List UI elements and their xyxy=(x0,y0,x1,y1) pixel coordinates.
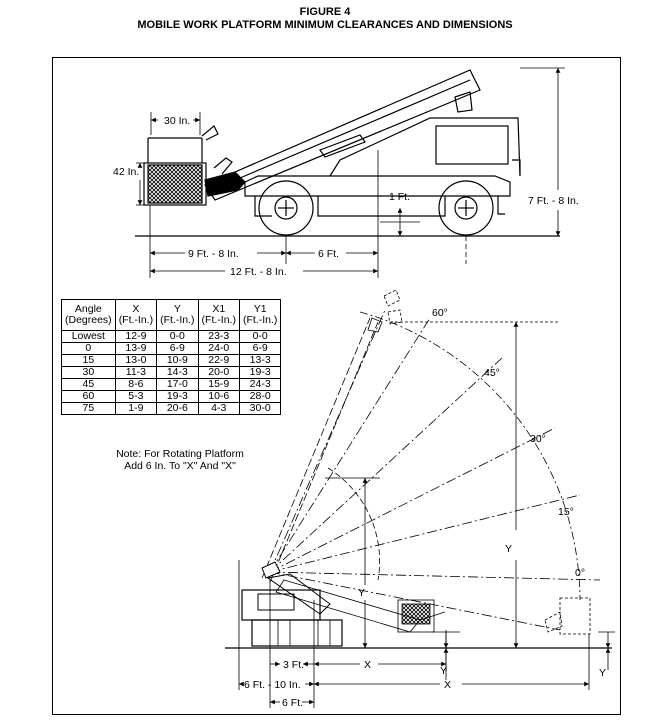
dim-1ft-label: 1 Ft. xyxy=(389,191,410,203)
table-header-row: Angle(Degrees) X(Ft.-In.) Y(Ft.-In.) X1(… xyxy=(61,299,282,331)
table-cell: 30-0 xyxy=(238,402,282,415)
table-cell: 1-9 xyxy=(114,402,158,415)
angle-30-label: 30° xyxy=(530,433,546,445)
angle-15-label: 15° xyxy=(558,506,574,518)
table-cell: 5-3 xyxy=(114,390,158,403)
table-cell: 28-0 xyxy=(238,390,282,403)
table-cell: 45 xyxy=(61,378,116,391)
table-cell: 19-3 xyxy=(156,390,199,403)
y-label: Y xyxy=(358,587,365,599)
table-cell: 19-3 xyxy=(238,366,282,379)
table-cell: 0 xyxy=(61,342,116,355)
figure-number: FIGURE 4 xyxy=(299,6,351,18)
table-cell: 15-9 xyxy=(197,378,240,391)
table-cell: 6-9 xyxy=(156,342,199,355)
dim-30in-label: 30 In. xyxy=(164,115,190,127)
note-line-1: Note: For Rotating Platform xyxy=(116,448,244,460)
dim-9ft8in-label: 9 Ft. - 8 In. xyxy=(188,248,239,260)
table-cell: 13-9 xyxy=(114,342,158,355)
table-cell: 12-9 xyxy=(114,330,158,343)
table-cell: 60 xyxy=(61,390,116,403)
angle-45-label: 45° xyxy=(484,367,500,379)
figure-title: MOBILE WORK PLATFORM MINIMUM CLEARANCES … xyxy=(137,19,513,31)
header-angle: Angle(Degrees) xyxy=(61,299,116,331)
y-low-label: Y xyxy=(440,665,447,677)
table-cell: 75 xyxy=(61,402,116,415)
header-y: Y(Ft.-In.) xyxy=(156,299,199,331)
table-cell: 4-3 xyxy=(197,402,240,415)
dim-12ft8in-label: 12 Ft. - 8 In. xyxy=(230,266,287,278)
dim-3ft-label: 3 Ft. xyxy=(283,659,304,671)
header-x: X(Ft.-In.) xyxy=(114,299,158,331)
dim-6ft10in-label: 6 Ft. - 10 In. xyxy=(244,679,301,691)
table-cell: Lowest xyxy=(61,330,116,343)
reach-diagram xyxy=(225,289,615,708)
note-line-2: Add 6 In. To "X" And "X" xyxy=(124,460,236,472)
header-x1: X1(Ft.-In.) xyxy=(197,299,240,331)
table-cell: 24-3 xyxy=(238,378,282,391)
top-machine-view xyxy=(135,69,560,237)
top-dimension-lines xyxy=(136,67,565,278)
x-label: X xyxy=(364,659,371,671)
dim-6ft-top-label: 6 Ft. xyxy=(318,248,339,260)
y1-label: Y xyxy=(505,543,512,555)
table-cell: 22-9 xyxy=(197,354,240,367)
table-cell: 13-3 xyxy=(238,354,282,367)
table-cell: 20-0 xyxy=(197,366,240,379)
dim-42in-label: 42 In. xyxy=(113,166,139,178)
table-cell: 15 xyxy=(61,354,116,367)
rotating-platform-note: Note: For Rotating Platform Add 6 In. To… xyxy=(60,448,300,472)
dim-6ft-bottom-label: 6 Ft. xyxy=(282,697,303,709)
x1-label: X xyxy=(444,679,451,691)
table-cell: 10-6 xyxy=(197,390,240,403)
clearance-table: Angle(Degrees) X(Ft.-In.) Y(Ft.-In.) X1(… xyxy=(61,299,282,415)
table-cell: 20-6 xyxy=(156,402,199,415)
angle-0-label: 0° xyxy=(575,567,585,579)
angle-60-label: 60° xyxy=(432,307,448,319)
table-cell: 11-3 xyxy=(114,366,158,379)
table-cell: 13-0 xyxy=(114,354,158,367)
header-y1: Y1(Ft.-In.) xyxy=(238,299,282,331)
figure-frame xyxy=(52,57,621,715)
table-cell: 8-6 xyxy=(114,378,158,391)
table-cell: 14-3 xyxy=(156,366,199,379)
y1-low-label: Y xyxy=(599,667,606,679)
table-cell: 24-0 xyxy=(197,342,240,355)
table-cell: 23-3 xyxy=(197,330,240,343)
table-cell: 6-9 xyxy=(238,342,282,355)
dim-7ft8in-label: 7 Ft. - 8 In. xyxy=(528,195,579,207)
table-cell: 0-0 xyxy=(156,330,199,343)
table-cell: 30 xyxy=(61,366,116,379)
table-cell: 17-0 xyxy=(156,378,199,391)
table-cell: 0-0 xyxy=(238,330,282,343)
table-cell: 10-9 xyxy=(156,354,199,367)
